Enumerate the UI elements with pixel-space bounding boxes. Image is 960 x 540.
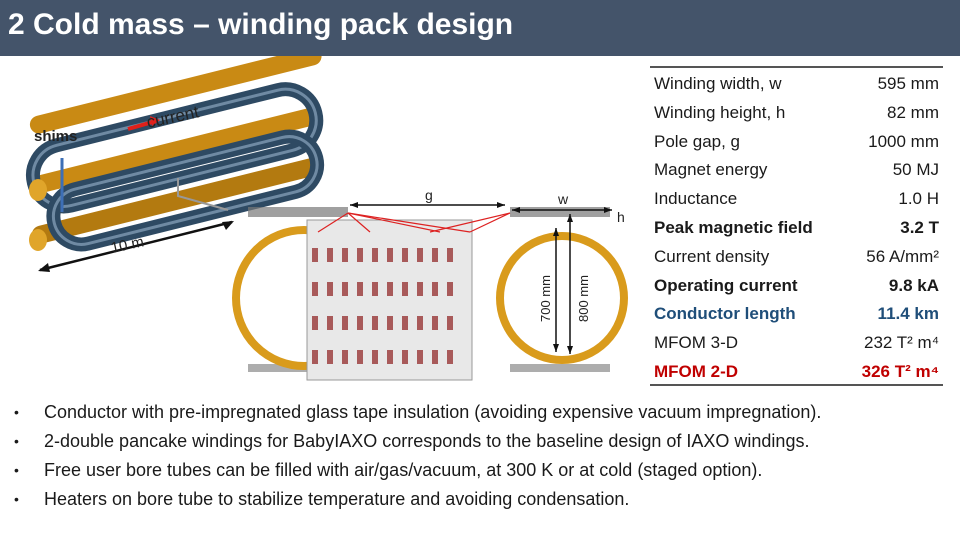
slide-title: 2 Cold mass – winding pack design [8,8,514,41]
spec-row: Winding height, h 82 mm [650,99,945,128]
spec-row: Winding width, w 595 mm [650,70,945,99]
spec-row: MFOM 2-D 326 T² m⁴ [650,358,945,387]
bullet-text: Heaters on bore tube to stabilize temper… [44,489,630,509]
bullet-marker: • [14,433,19,449]
length-label: 10 m [109,233,145,257]
bullet-marker: • [14,491,19,507]
bullet-list: • Conductor with pre-impregnated glass ta… [14,398,954,514]
spec-value: 50 MJ [892,160,939,180]
spec-row: Inductance 1.0 H [650,185,945,214]
spec-value: 11.4 km [877,304,939,324]
h-label: h [617,209,625,225]
bullet-item: • Heaters on bore tube to stabilize tempe… [14,485,954,514]
spec-label: MFOM 3-D [654,333,739,353]
bullet-text: Free user bore tubes can be filled with … [44,460,763,480]
spec-label: Winding width, w [654,74,782,93]
spec-value: 56 A/mm² [866,246,939,266]
spec-value: 3.2 T [900,217,939,237]
spec-label: Winding height, h [654,102,786,122]
spec-value: 232 T² m⁴ [863,333,939,353]
spec-value: 326 T² m⁴ [861,361,939,381]
title-bar: 2 Cold mass – winding pack design [0,0,960,56]
dimension-800-label: 800 mm [576,275,591,322]
spec-label: Operating current [654,275,798,295]
w-label: w [557,191,569,207]
spec-value: 1000 mm [868,131,939,151]
spec-row: Magnet energy 50 MJ [650,156,945,185]
spec-label: MFOM 2-D [654,361,739,381]
spec-label: Peak magnetic field [654,217,813,237]
spec-label: Pole gap, g [654,131,741,151]
spec-row: Operating current 9.8 kA [650,272,945,301]
specs-table: Winding width, w 595 mm Winding height, h… [650,70,945,387]
bullet-item: • Conductor with pre-impregnated glass ta… [14,398,954,427]
table-top-rule [650,66,943,68]
current-label: current [145,102,201,132]
g-label: g [425,187,433,203]
cross-section-drawing [232,202,628,381]
bullet-marker: • [14,462,19,478]
bullet-item: • 2-double pancake windings for BabyIAXO … [14,427,954,456]
bullet-text: Conductor with pre-impregnated glass tap… [44,402,822,422]
spec-row: Conductor length 11.4 km [650,300,945,329]
spec-label: Current density [654,246,770,266]
spec-row: MFOM 3-D 232 T² m⁴ [650,329,945,358]
winding-pack-figure: current shims 10 m [25,56,628,381]
spec-row: Peak magnetic field 3.2 T [650,214,945,243]
bullet-item: • Free user bore tubes can be filled with… [14,456,954,485]
shims-label: shims [34,128,77,145]
spec-label: Inductance [654,189,738,209]
length-arrow [39,220,233,272]
racetrack-coils-illustration [25,56,325,272]
bullet-marker: • [14,404,19,420]
spec-value: 9.8 kA [888,275,939,295]
spec-value: 595 mm [877,74,939,93]
table-bottom-rule [650,384,943,386]
spec-value: 82 mm [887,102,939,122]
spec-value: 1.0 H [898,189,939,209]
spec-label: Conductor length [654,304,796,324]
bullet-text: 2-double pancake windings for BabyIAXO c… [44,431,810,451]
spec-label: Magnet energy [654,160,768,180]
dimension-700-label: 700 mm [538,275,553,322]
spec-row: Current density 56 A/mm² [650,243,945,272]
spec-row: Pole gap, g 1000 mm [650,128,945,157]
